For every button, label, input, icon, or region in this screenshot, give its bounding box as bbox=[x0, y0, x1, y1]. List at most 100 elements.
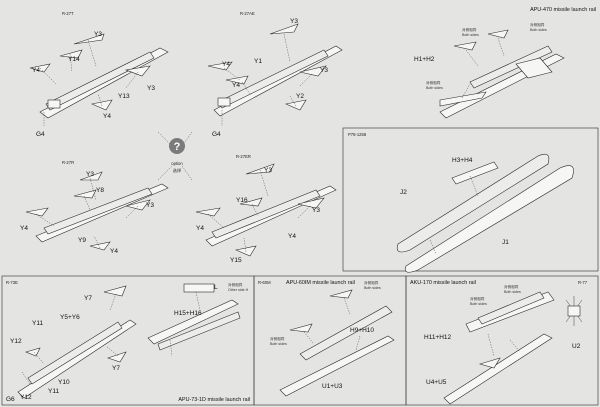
note-en: Both sides bbox=[364, 286, 381, 290]
part-label: Y4 bbox=[103, 113, 111, 120]
fin-part bbox=[284, 99, 307, 111]
fin-part bbox=[195, 207, 221, 217]
launch-rail bbox=[211, 189, 321, 239]
note-en: Both sides bbox=[530, 28, 547, 32]
part-label: Y3 bbox=[86, 171, 94, 178]
part-label: Y13 bbox=[118, 93, 130, 100]
panel-title: AKU-170 missile launch rail bbox=[410, 280, 476, 286]
missile-r27ae: R-27AE Y3 Y4 Y1 Y4 Y3 Y2 G4 bbox=[207, 11, 343, 138]
launch-rail bbox=[27, 321, 123, 385]
fuel-tank-p78: P78-1258 H3+H4 J2 J1 bbox=[342, 127, 599, 273]
rail-part bbox=[289, 323, 313, 333]
note-en: Both sides bbox=[504, 290, 521, 294]
part-label: Y12 bbox=[20, 394, 32, 401]
part-label: G6 bbox=[6, 396, 15, 403]
part-label: Y5+Y6 bbox=[60, 314, 80, 321]
part-label: L bbox=[214, 284, 218, 291]
part-label: H15+H16 bbox=[174, 310, 202, 317]
note-cn: 对侧相同 bbox=[426, 80, 441, 85]
note-en: Both sides bbox=[462, 33, 479, 37]
panel-title: APU-470 missile launch rail bbox=[530, 7, 596, 13]
rail-part bbox=[487, 29, 509, 39]
part-label: Y11 bbox=[32, 320, 43, 327]
lattice-fin-icon bbox=[565, 296, 583, 326]
missile-r27r: R-27R Y3 Y8 Y3 Y4 Y9 Y4 bbox=[20, 160, 169, 255]
part-label: Y16 bbox=[236, 197, 248, 204]
part-label: J2 bbox=[400, 189, 407, 196]
question-icon bbox=[169, 138, 185, 154]
note-cn: 对侧相同 bbox=[228, 282, 243, 287]
part-label: Y3 bbox=[320, 67, 328, 74]
part-label: Y4 bbox=[196, 225, 204, 232]
tank-part bbox=[451, 161, 499, 185]
fin-part bbox=[125, 199, 151, 211]
launch-rail bbox=[299, 305, 393, 361]
fin-part bbox=[25, 207, 49, 217]
missile-r73e: R-73E Y7 Y11 Y5+Y6 Y12 Y7 G6 Y12 Y10 Y11… bbox=[6, 280, 250, 403]
note-cn: 对侧相同 bbox=[470, 296, 485, 301]
fin-part bbox=[239, 197, 263, 207]
missile-body bbox=[443, 333, 553, 405]
fin-part bbox=[245, 163, 275, 175]
rail-apu73 bbox=[147, 299, 239, 345]
rail-apu470: APU-470 missile launch rail H1+H2 对侧相同 B… bbox=[414, 7, 596, 119]
part-label: H9+H10 bbox=[350, 327, 374, 334]
model-code: R-27R bbox=[62, 160, 74, 165]
rail-part bbox=[329, 289, 353, 299]
option-label: option bbox=[171, 161, 183, 166]
part-label: Y15 bbox=[230, 257, 242, 264]
tank-body bbox=[404, 165, 574, 273]
part-label: Y3 bbox=[312, 207, 320, 214]
rail-cover bbox=[469, 45, 553, 89]
fin-part bbox=[269, 23, 299, 35]
note-en: Both sides bbox=[470, 302, 487, 306]
rail-apu73-base bbox=[157, 311, 241, 351]
part-label: Y8 bbox=[96, 187, 104, 194]
part-label: U1+U3 bbox=[322, 383, 343, 390]
model-code: R-27AE bbox=[240, 11, 255, 16]
part-label: Y3 bbox=[94, 31, 102, 38]
part-label: U2 bbox=[572, 343, 581, 350]
note-cn: 对侧相同 bbox=[530, 22, 545, 27]
model-code: R-27ER bbox=[236, 154, 251, 159]
fin-part bbox=[225, 75, 249, 85]
fin-part bbox=[25, 347, 41, 357]
note-en: Both sides bbox=[426, 86, 443, 90]
note-cn: 对侧相同 bbox=[270, 336, 285, 341]
option-label-cn: 选择 bbox=[173, 167, 182, 174]
option-symbol: ? bbox=[174, 141, 181, 153]
fin-part bbox=[59, 49, 83, 59]
part-label: Y2 bbox=[296, 93, 304, 100]
fin-part bbox=[73, 189, 97, 199]
part-label: Y4 bbox=[110, 248, 118, 255]
rail-part bbox=[183, 283, 215, 293]
fin-part bbox=[207, 61, 233, 71]
missile-body bbox=[279, 335, 395, 397]
model-code: R-27T bbox=[62, 11, 74, 16]
part-label: Y9 bbox=[78, 237, 86, 244]
fin-part bbox=[124, 65, 151, 77]
fin-part bbox=[478, 357, 501, 369]
note-en: Other side H bbox=[228, 288, 249, 292]
launch-rail bbox=[439, 53, 565, 119]
fin-part bbox=[73, 33, 105, 45]
part-label: H1+H2 bbox=[414, 56, 435, 63]
fin-part bbox=[89, 241, 111, 251]
model-code: R-73E bbox=[6, 280, 18, 285]
part-label: Y1 bbox=[254, 58, 262, 65]
fin-part bbox=[297, 197, 325, 209]
tank-pylon bbox=[396, 153, 550, 253]
part-label: Y10 bbox=[58, 379, 70, 386]
panel-title: APU-73-1D missile launch rail bbox=[178, 397, 250, 403]
part-label: Y4 bbox=[32, 67, 40, 74]
rail-head bbox=[515, 57, 553, 79]
fin-part bbox=[103, 285, 127, 297]
part-label: Y3 bbox=[147, 85, 155, 92]
panel-title: APU-60IM missile launch rail bbox=[286, 280, 355, 286]
option-marker: ? option 选择 bbox=[157, 131, 193, 181]
model-code: R-60M bbox=[258, 280, 271, 285]
part-label: Y4 bbox=[288, 233, 296, 240]
part-label: U4+U5 bbox=[426, 379, 447, 386]
missile-r60m: R-60M APU-60IM missile launch rail 对侧相同 … bbox=[258, 280, 395, 397]
